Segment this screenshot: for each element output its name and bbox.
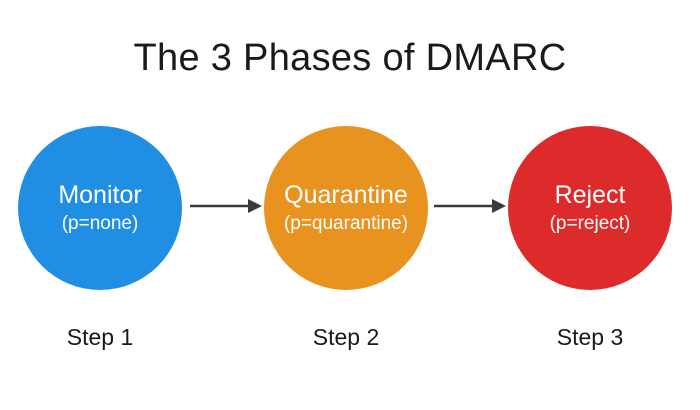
phase-name: Reject <box>554 180 626 209</box>
phase-policy: (p=reject) <box>549 212 631 234</box>
phase-policy: (p=none) <box>61 212 139 234</box>
quarantine-circle: Quarantine (p=quarantine) <box>264 126 428 290</box>
reject-circle: Reject (p=reject) <box>508 126 672 290</box>
phase-policy: (p=quarantine) <box>283 212 409 234</box>
phase-name: Quarantine <box>284 180 408 209</box>
arrow-right-icon <box>190 199 262 213</box>
step-label: Step 2 <box>312 324 380 350</box>
diagram-title: The 3 Phases of DMARC <box>133 37 567 79</box>
step-label: Step 1 <box>66 324 134 350</box>
step-label: Step 3 <box>556 324 624 350</box>
phase-name: Monitor <box>58 180 142 209</box>
arrow-right-icon <box>434 199 506 213</box>
monitor-circle: Monitor (p=none) <box>18 126 182 290</box>
